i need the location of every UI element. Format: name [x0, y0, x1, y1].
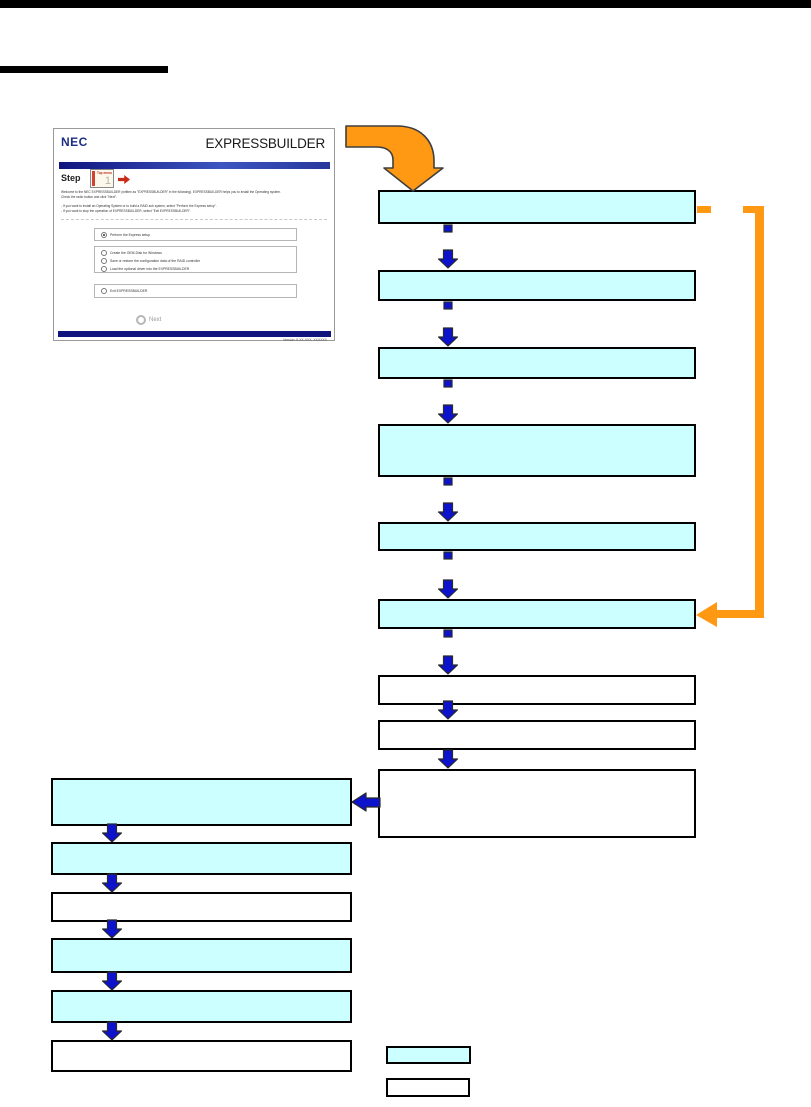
radio-option[interactable]: Create the OEM-Disk for Windows — [101, 249, 296, 257]
next-button-label: Next — [149, 317, 162, 323]
next-button-icon[interactable] — [136, 315, 146, 325]
radio-group-tools: Create the OEM-Disk for Windows Save or … — [94, 246, 297, 273]
section-heading-redacted-bar — [0, 66, 168, 73]
flow-step-box-11 — [51, 842, 352, 875]
legend-cyan-box — [386, 1046, 471, 1064]
flow-step-box-12 — [51, 892, 352, 922]
welcome-line-2: Check the radio button and click "Next". — [61, 195, 117, 200]
step-number: 1 — [104, 175, 111, 187]
orange-elbow-connector — [696, 206, 764, 627]
version-text: Version: 5.XX-XXX, XXXXXX — [283, 338, 327, 342]
welcome-line-1: Welcome to the NEC EXPRESSBUILDER (writt… — [61, 190, 281, 194]
bullet-1: - If you want to install an Operating Sy… — [61, 204, 217, 208]
radio-option[interactable]: Perform the Express setup — [101, 231, 296, 239]
next-button[interactable]: Next — [136, 315, 161, 325]
orange-arrowhead-left — [696, 602, 717, 627]
flow-step-box-15 — [51, 1040, 352, 1072]
radio-option-label: Load the optional driver into the EXPRES… — [110, 267, 190, 271]
radio-option-label: Create the OEM-Disk for Windows — [110, 251, 162, 255]
top-menu-icon-label: Top menu — [97, 171, 112, 175]
flow-step-box-6 — [378, 599, 696, 629]
orange-curved-arrow — [345, 125, 444, 192]
top-menu-page-icon: Top menu 1 — [90, 169, 114, 188]
radio-button-icon[interactable] — [101, 288, 107, 294]
flow-step-box-7 — [378, 675, 696, 705]
icon-red-stripe — [92, 171, 95, 186]
welcome-text: Welcome to the NEC EXPRESSBUILDER (writt… — [61, 190, 325, 200]
radio-option[interactable]: Load the optional driver into the EXPRES… — [101, 265, 296, 273]
flow-step-box-9 — [378, 769, 696, 838]
flow-step-box-2 — [378, 270, 696, 301]
legend-white-box — [386, 1078, 470, 1097]
radio-option[interactable]: Save or restore the configuration data o… — [101, 257, 296, 265]
red-arrow-icon — [118, 175, 130, 184]
radio-button-icon[interactable] — [101, 258, 107, 264]
footer-bar — [58, 331, 331, 337]
flow-step-box-3 — [378, 347, 696, 379]
flow-step-box-14 — [51, 990, 352, 1023]
radio-button-icon[interactable] — [101, 250, 107, 256]
bullet-2: - If you want to stop the operation of E… — [61, 209, 191, 214]
blue-left-arrow — [351, 792, 381, 812]
step-label: Step — [61, 173, 81, 183]
radio-button-icon[interactable] — [101, 232, 107, 238]
instruction-bullets: - If you want to install an Operating Sy… — [61, 204, 325, 214]
flow-step-box-1 — [378, 190, 696, 224]
radio-option-label: Exit EXPRESSBUILDER — [110, 289, 148, 293]
page-top-black-bar — [0, 0, 811, 8]
flow-step-box-8 — [378, 720, 696, 750]
nec-logo: NEC — [61, 135, 88, 149]
radio-group-express-setup: Perform the Express setup — [94, 228, 297, 241]
radio-option[interactable]: Exit EXPRESSBUILDER — [101, 287, 296, 295]
divider-line — [61, 219, 327, 220]
radio-option-label: Save or restore the configuration data o… — [110, 259, 201, 263]
flow-step-box-10 — [51, 778, 352, 826]
flow-step-box-13 — [51, 938, 352, 973]
flow-step-box-4 — [378, 424, 696, 477]
radio-button-icon[interactable] — [101, 266, 107, 272]
expressbuilder-title: EXPRESSBUILDER — [205, 136, 326, 151]
header-gradient-bar — [59, 162, 330, 169]
flow-step-box-5 — [378, 522, 696, 551]
radio-option-label: Perform the Express setup — [110, 233, 151, 237]
radio-group-exit: Exit EXPRESSBUILDER — [94, 284, 297, 298]
expressbuilder-screenshot: NEC EXPRESSBUILDER Step Top menu 1 Welco… — [53, 128, 335, 342]
